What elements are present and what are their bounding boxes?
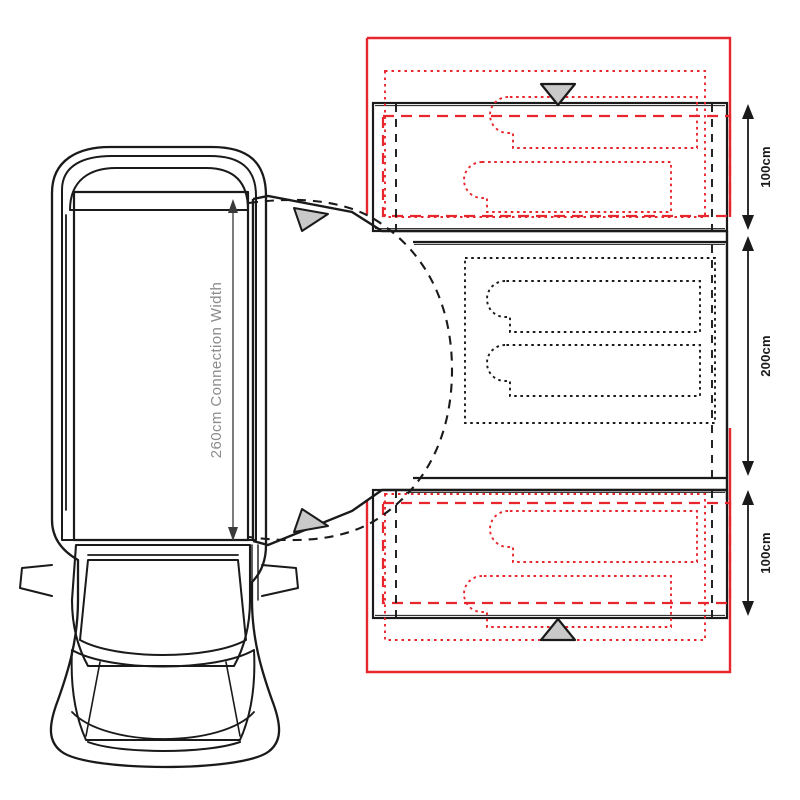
top-sleeping-bags <box>463 96 698 213</box>
dimension-arrow-bottom-down-icon <box>742 601 754 616</box>
sleeping-bag <box>463 161 672 213</box>
dimension-arrow-middle-up-icon <box>742 236 754 251</box>
vehicle-rear-shell <box>61 155 257 541</box>
dimension-arrow-top-up-icon <box>742 104 754 119</box>
vehicle-mirror-right <box>261 564 299 597</box>
dimension-label-top: 100cm <box>758 146 773 187</box>
door-marker-down-icon <box>539 82 577 107</box>
connection-arrow-bottom-icon <box>228 527 238 541</box>
bottom-sleeping-bags <box>463 510 698 628</box>
sleeping-bag <box>486 344 701 397</box>
canopy-dashed-outline <box>248 198 454 542</box>
vehicle-windscreen <box>79 559 247 656</box>
campervan-top-view <box>19 145 299 769</box>
sleeping-bag <box>486 280 701 333</box>
sleeping-bag <box>463 575 672 628</box>
dimension-label-middle: 200cm <box>758 335 773 376</box>
connection-width-dimension: 260cm Connection Width <box>208 199 238 541</box>
dimension-label-bottom: 100cm <box>758 532 773 573</box>
bottom-inner-tent-footprint <box>381 501 732 605</box>
vehicle-bumper <box>71 711 255 740</box>
bottom-section-structure <box>371 488 729 620</box>
door-marker-up-icon <box>539 617 577 642</box>
dimension-top-bedroom: 100cm <box>742 104 773 230</box>
dimension-arrow-top-down-icon <box>742 215 754 230</box>
canopy-lower-edge <box>252 488 405 547</box>
vehicle-bumper-lower <box>87 741 241 752</box>
bottom-bedroom-section <box>371 488 732 642</box>
middle-sleeping-bags <box>486 280 701 397</box>
dimension-arrow-middle-down-icon <box>742 461 754 476</box>
tunnel-connection <box>247 194 454 547</box>
vehicle-bonnet <box>70 649 256 741</box>
dimension-arrow-bottom-up-icon <box>742 490 754 505</box>
vehicle-cabin <box>70 543 252 668</box>
middle-inner-tent-area <box>464 257 716 424</box>
canopy-door-marker-upper-icon <box>293 207 329 232</box>
vehicle-mirror-left <box>19 564 53 597</box>
sleeping-bag <box>489 96 698 149</box>
top-bedroom-dotted-area <box>384 70 706 218</box>
connection-arrow-top-icon <box>228 199 238 213</box>
canopy-door-marker-lower-icon <box>293 508 329 533</box>
dimension-bottom-bedroom: 100cm <box>742 490 773 616</box>
divider-top <box>405 229 727 245</box>
dimension-living-area: 200cm <box>742 236 773 476</box>
connection-width-label: 260cm Connection Width <box>208 282 225 458</box>
sleeping-bag <box>489 510 698 563</box>
top-inner-tent-footprint <box>381 114 732 218</box>
middle-living-section <box>464 231 729 500</box>
